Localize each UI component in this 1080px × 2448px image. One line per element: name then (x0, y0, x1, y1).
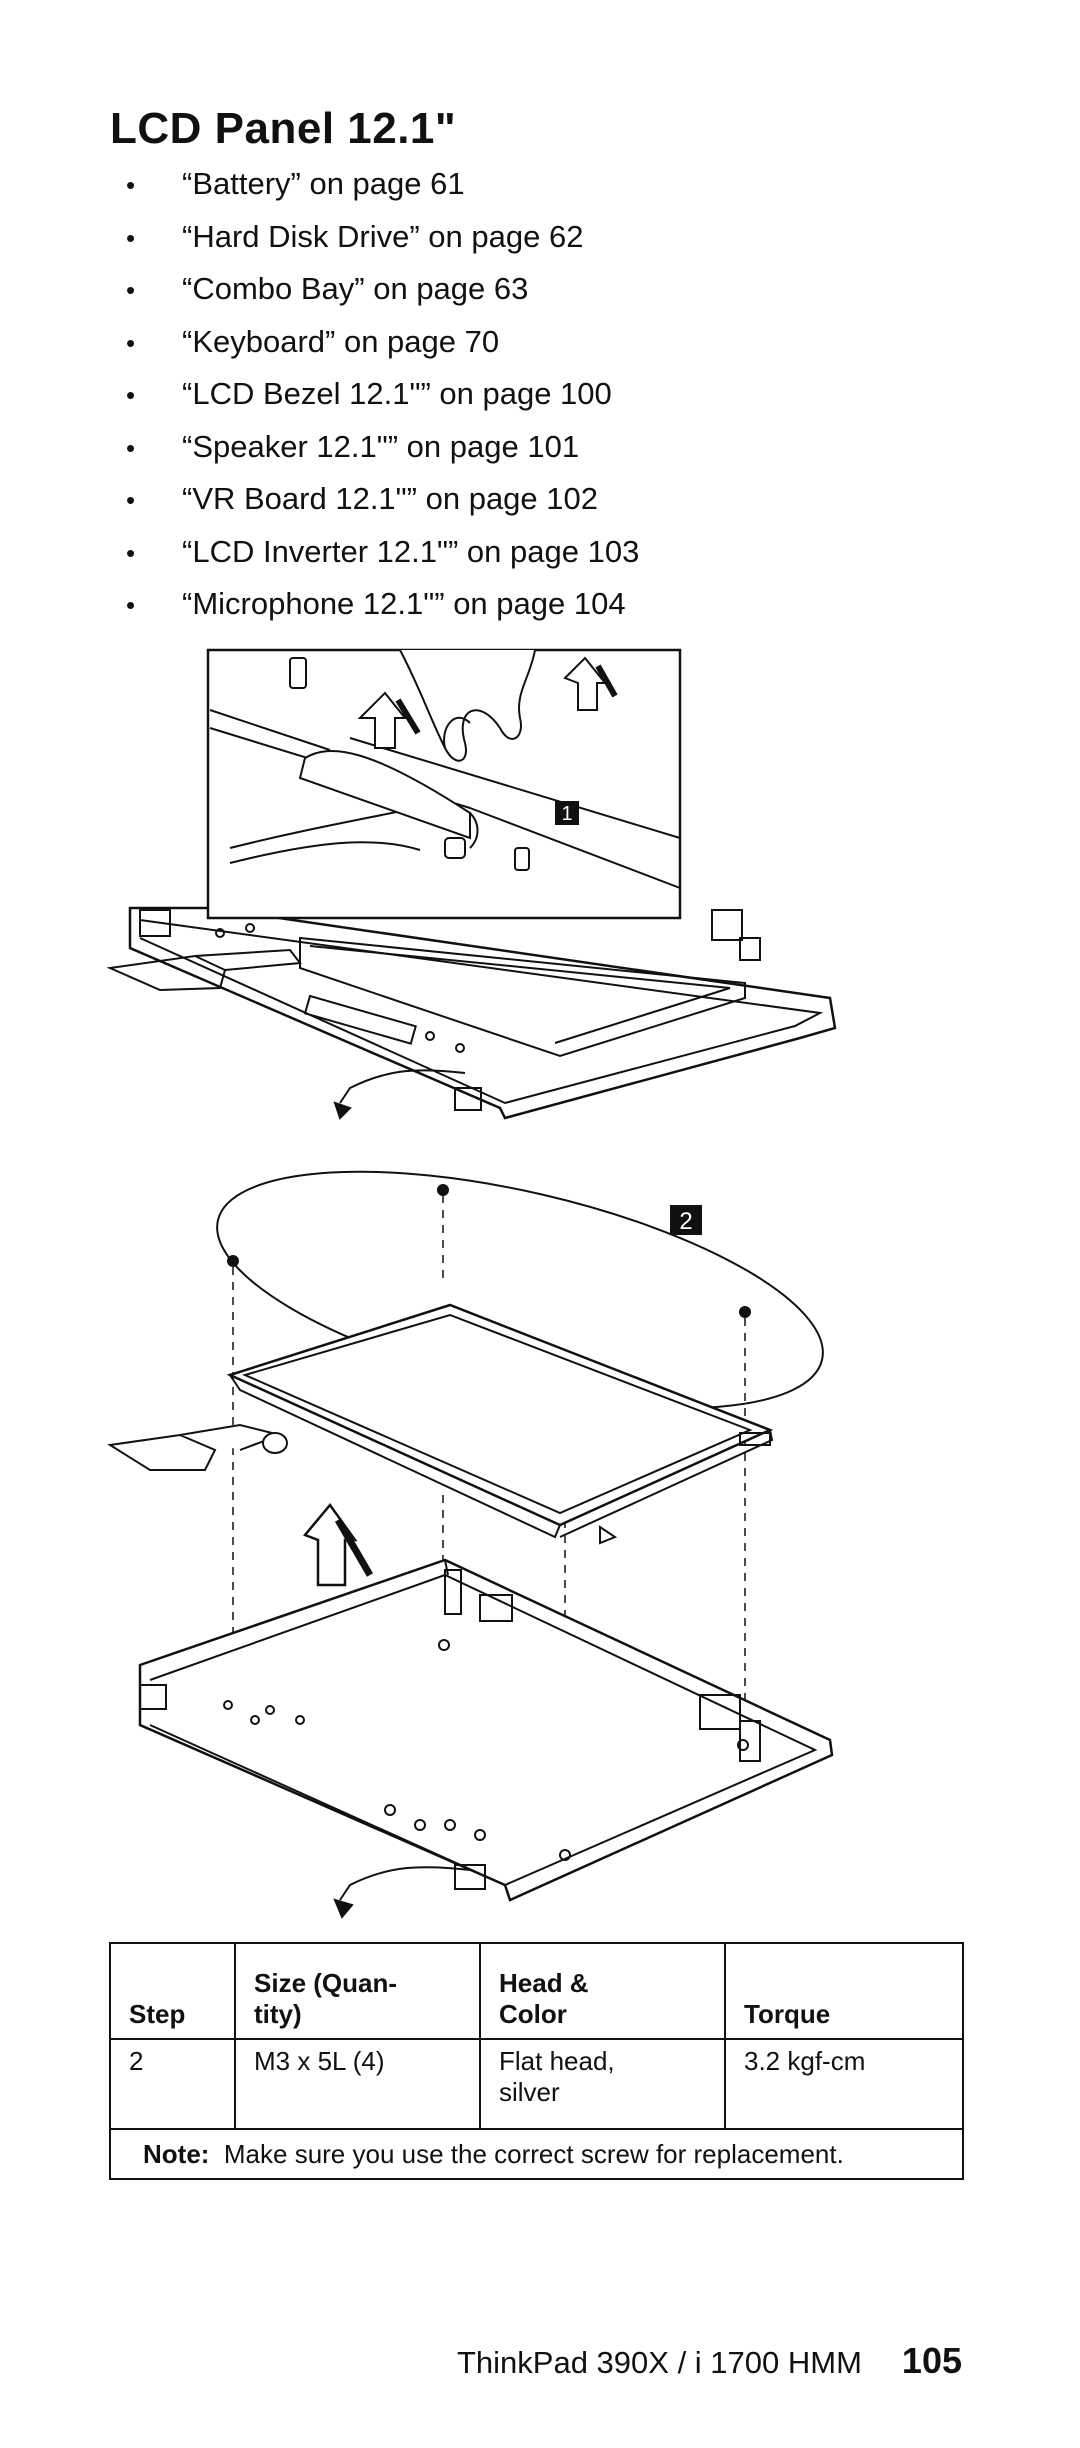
bullet-icon: • (126, 537, 136, 568)
note-cell: Note: Make sure you use the correct scre… (109, 2128, 964, 2180)
list-item: • “LCD Bezel 12.1"” on page 100 (126, 368, 639, 421)
note-text: Make sure you use the correct screw for … (223, 2138, 844, 2169)
step-2-label: 2 (679, 1208, 692, 1235)
bullet-icon: • (126, 327, 136, 358)
figure-step-2: 2 (107, 1170, 834, 1919)
prerequisite-link[interactable]: “Battery” on page 61 (182, 166, 465, 201)
header-head-color: Head &Color (479, 1942, 726, 2040)
prerequisite-link[interactable]: “LCD Inverter 12.1"” on page 103 (182, 533, 640, 569)
cell-size: M3 x 5L (4) (234, 2038, 481, 2130)
list-item: • “Battery” on page 61 (126, 158, 639, 211)
cell-torque: 3.2 kgf-cm (724, 2038, 964, 2130)
cell-head-color: Flat head,silver (479, 2038, 726, 2130)
prerequisite-list: • “Battery” on page 61 • “Hard Disk Drive”… (126, 158, 639, 631)
manual-title: ThinkPad 390X / i 1700 HMM (456, 2345, 862, 2380)
prerequisite-link[interactable]: “VR Board 12.1"” on page 102 (182, 481, 599, 516)
step-1-label: 1 (561, 803, 572, 825)
prerequisite-link[interactable]: “Combo Bay” on page 63 (182, 271, 529, 306)
list-item: • “Combo Bay” on page 63 (126, 263, 639, 316)
prerequisite-link[interactable]: “Keyboard” on page 70 (182, 323, 500, 359)
figure-step-1: 1 (106, 648, 837, 1120)
bullet-icon: • (126, 380, 136, 410)
note-label: Note: (143, 2138, 210, 2169)
bullet-icon: • (126, 222, 136, 253)
bullet-icon: • (126, 590, 136, 620)
list-item: • “VR Board 12.1"” on page 102 (126, 473, 639, 526)
page-footer: ThinkPad 390X / i 1700 HMM 105 (457, 2340, 962, 2382)
bullet-icon: • (126, 485, 136, 515)
table-row: 2 M3 x 5L (4) Flat head,silver 3.2 kgf-c… (109, 2038, 964, 2130)
bullet-icon: • (126, 170, 136, 200)
prerequisite-link[interactable]: “LCD Bezel 12.1"” on page 100 (182, 376, 612, 411)
list-item: • “Hard Disk Drive” on page 62 (126, 211, 639, 264)
screw-spec-table: Step Size (Quan-tity) Head &Color Torque… (109, 1942, 964, 2180)
list-item: • “LCD Inverter 12.1"” on page 103 (126, 526, 639, 579)
header-size: Size (Quan-tity) (234, 1942, 481, 2040)
table-note-row: Note: Make sure you use the correct scre… (109, 2128, 964, 2180)
page-title: LCD Panel 12.1" (110, 104, 457, 153)
list-item: • “Keyboard” on page 70 (126, 316, 639, 369)
bullet-icon: • (126, 432, 136, 463)
prerequisite-link[interactable]: “Hard Disk Drive” on page 62 (182, 218, 584, 254)
list-item: • “Microphone 12.1"” on page 104 (126, 578, 639, 631)
header-step: Step (109, 1942, 236, 2040)
table-header-row: Step Size (Quan-tity) Head &Color Torque (109, 1942, 964, 2040)
header-torque: Torque (724, 1942, 964, 2040)
cell-step: 2 (109, 2038, 236, 2130)
list-item: • “Speaker 12.1"” on page 101 (126, 421, 639, 474)
bullet-icon: • (126, 275, 136, 305)
page-number: 105 (901, 2340, 962, 2381)
prerequisite-link[interactable]: “Microphone 12.1"” on page 104 (182, 586, 626, 621)
prerequisite-link[interactable]: “Speaker 12.1"” on page 101 (182, 428, 580, 464)
